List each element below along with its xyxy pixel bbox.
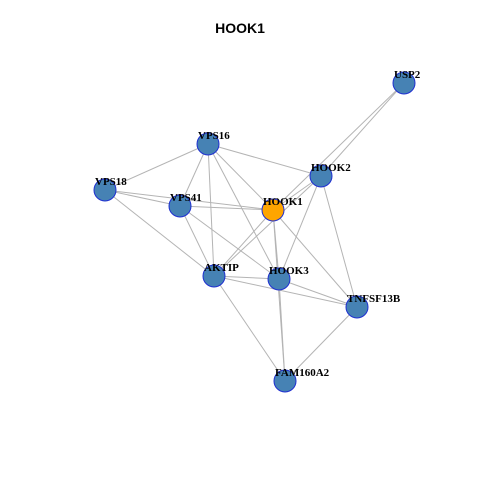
node-usp2[interactable]: [392, 71, 416, 95]
edge-tnfsf13b-fam160a2: [284, 306, 358, 382]
node-hook3[interactable]: [267, 267, 291, 291]
edge-vps18-aktip: [104, 189, 215, 277]
edge-aktip-fam160a2: [213, 275, 286, 382]
edge-vps41-hook3: [179, 205, 280, 280]
edges-layer: [104, 82, 405, 382]
node-vps41[interactable]: [168, 194, 192, 218]
edge-aktip-tnfsf13b: [213, 275, 358, 308]
node-label-fam160a2: FAM160A2: [275, 367, 330, 379]
edge-vps16-hook2: [207, 143, 322, 177]
node-label-hook2: HOOK2: [311, 162, 351, 174]
edge-vps41-aktip: [179, 205, 215, 277]
node-vps16[interactable]: [196, 132, 220, 156]
edge-vps16-hook1: [207, 143, 274, 211]
edge-hook2-aktip: [213, 175, 322, 277]
edge-vps41-hook1: [179, 205, 274, 211]
node-tnfsf13b[interactable]: [345, 295, 369, 319]
node-aktip[interactable]: [202, 264, 226, 288]
graph-title: HOOK1: [215, 20, 265, 36]
node-label-usp2: USP2: [394, 69, 421, 81]
edge-hook1-aktip: [213, 209, 274, 277]
node-fam160a2[interactable]: [273, 369, 297, 393]
node-label-vps16: VPS16: [198, 130, 230, 142]
node-label-hook1: HOOK1: [263, 196, 303, 208]
nodes-layer: [93, 71, 416, 393]
node-label-aktip: AKTIP: [204, 262, 239, 274]
edge-vps16-aktip: [207, 143, 215, 277]
edge-hook2-hook3: [278, 175, 322, 280]
node-hook1[interactable]: [261, 198, 285, 222]
edge-usp2-hook2: [320, 82, 405, 177]
node-label-tnfsf13b: TNFSF13B: [347, 293, 401, 305]
node-vps18[interactable]: [93, 178, 117, 202]
node-label-vps41: VPS41: [170, 192, 202, 204]
edge-vps16-vps18: [104, 143, 209, 191]
edge-hook3-fam160a2: [278, 278, 286, 382]
node-hook2[interactable]: [309, 164, 333, 188]
edge-hook3-tnfsf13b: [278, 278, 358, 308]
edge-vps16-hook3: [207, 143, 280, 280]
edge-vps18-vps41: [104, 189, 181, 207]
node-label-vps18: VPS18: [95, 176, 127, 188]
edge-hook1-tnfsf13b: [272, 209, 358, 308]
edge-hook2-tnfsf13b: [320, 175, 358, 308]
node-label-hook3: HOOK3: [269, 265, 309, 277]
edge-usp2-hook1: [272, 82, 405, 211]
